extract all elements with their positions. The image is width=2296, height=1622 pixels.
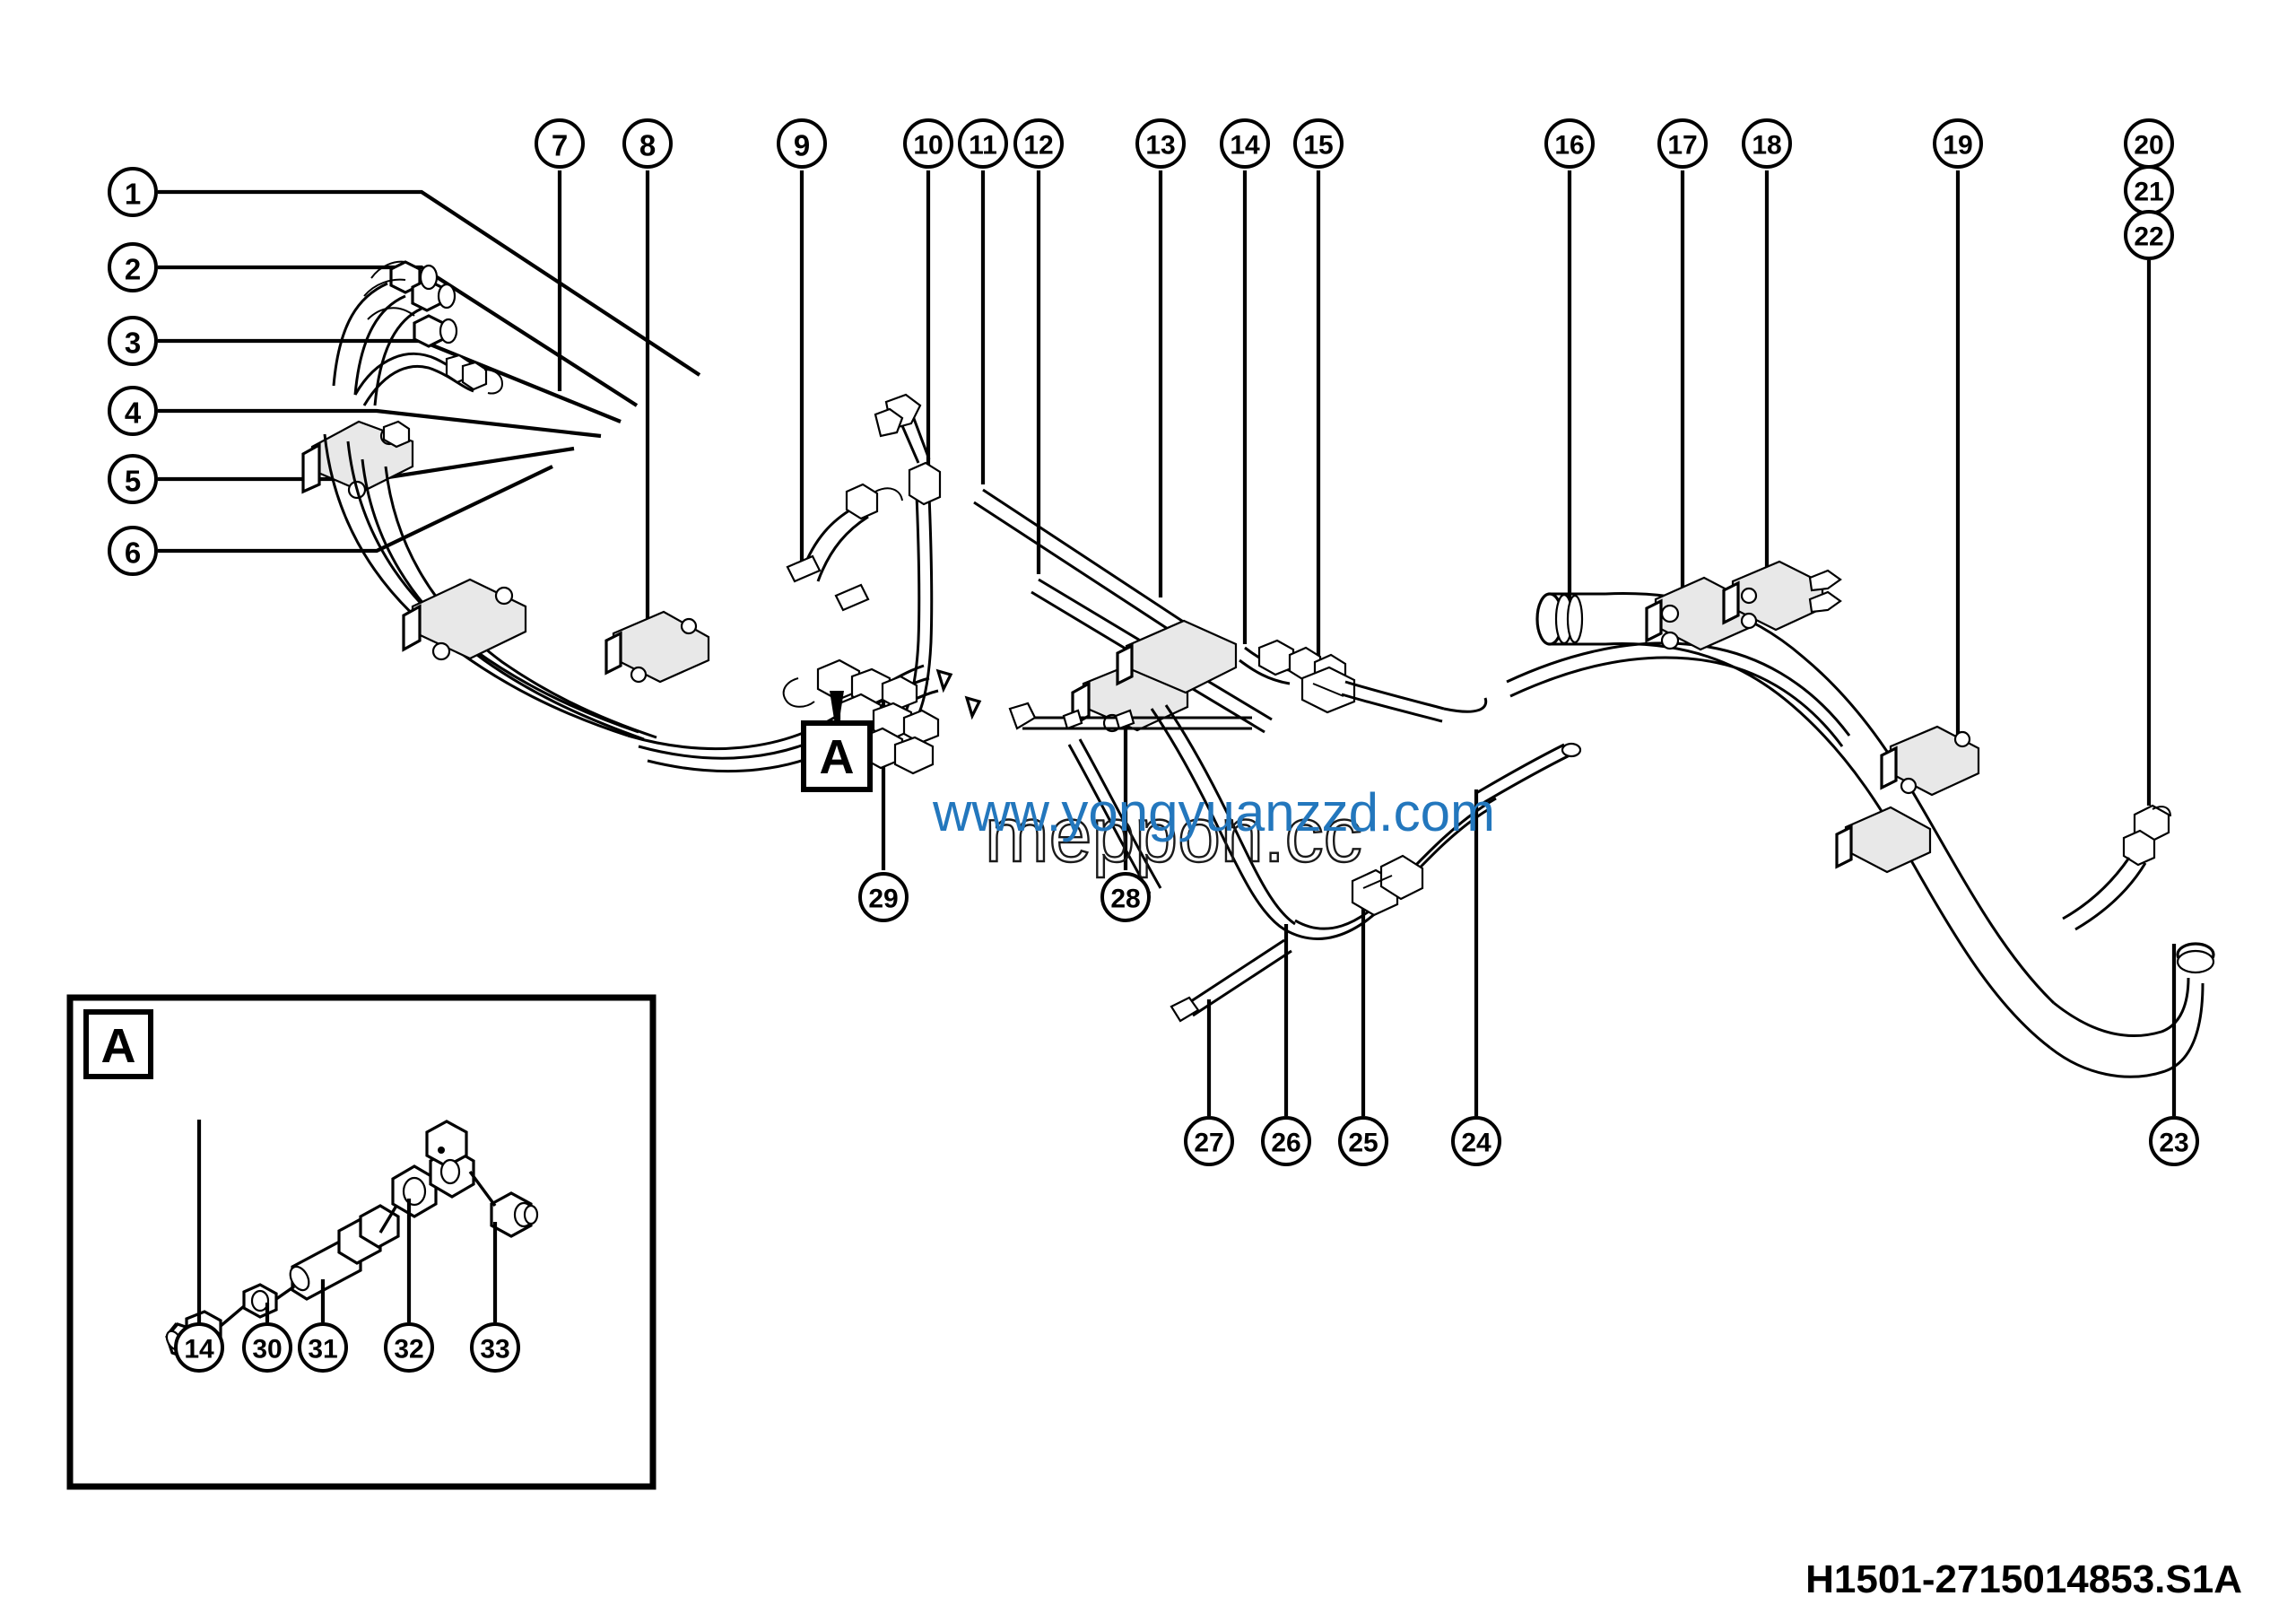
callout-25[interactable]: 25 xyxy=(1338,1116,1388,1166)
pipe-clamp-18 xyxy=(1722,560,1842,632)
callout-label: 2 xyxy=(125,253,141,286)
callout-label: 22 xyxy=(2134,222,2163,252)
callout-label: 3 xyxy=(125,327,141,360)
detail-box-a: A xyxy=(66,994,657,1490)
callout-label: 26 xyxy=(1271,1129,1300,1158)
detail-box-label: A xyxy=(101,1019,136,1073)
callout-label: 12 xyxy=(1023,131,1053,161)
callout-17[interactable]: 17 xyxy=(1657,118,1708,169)
callout-9[interactable]: 9 xyxy=(777,118,827,169)
callout-18[interactable]: 18 xyxy=(1742,118,1792,169)
callout-label: 31 xyxy=(308,1335,337,1365)
callout-24[interactable]: 24 xyxy=(1451,1116,1501,1166)
part-cap-nut xyxy=(490,1191,539,1238)
leader-lines xyxy=(158,170,2177,1116)
callout-label: 28 xyxy=(1110,885,1140,914)
callout-label: 16 xyxy=(1554,131,1584,161)
document-id: H1501-2715014853.S1A xyxy=(1805,1557,2242,1601)
callout-label: 15 xyxy=(1303,131,1333,161)
callout-label: 17 xyxy=(1667,131,1697,161)
callout-label: 10 xyxy=(913,131,943,161)
callout-label: 7 xyxy=(552,129,568,162)
lower-hose-loop xyxy=(1150,704,1582,1023)
section-marker-letter: A xyxy=(820,730,855,784)
part-tee-connector xyxy=(391,1120,475,1218)
callout-15[interactable]: 15 xyxy=(1293,118,1344,169)
watermark-outline-text: meppon.cc xyxy=(985,792,1362,878)
callout-6[interactable]: 6 xyxy=(108,526,158,576)
detail-exploded-parts xyxy=(165,1120,539,1360)
callout-23[interactable]: 23 xyxy=(2149,1116,2199,1166)
mid-hose-run xyxy=(627,393,1273,773)
callout-7[interactable]: 7 xyxy=(535,118,585,169)
callout-13[interactable]: 13 xyxy=(1135,118,1186,169)
callout-label: 6 xyxy=(125,536,141,570)
callout-21[interactable]: 21 xyxy=(2124,165,2174,215)
callout-27[interactable]: 27 xyxy=(1184,1116,1234,1166)
watermark-blue-text: www.yongyuanzzd.com xyxy=(932,782,1495,842)
callout-label: 8 xyxy=(639,129,656,162)
lower-left-tails xyxy=(1067,738,1162,894)
callout-22[interactable]: 22 xyxy=(2124,210,2174,260)
part-washer-ring xyxy=(242,1283,278,1319)
callout-26[interactable]: 26 xyxy=(1261,1116,1311,1166)
watermark-group: meppon.cc www.yongyuanzzd.com xyxy=(932,782,1495,879)
callout-label: 33 xyxy=(480,1335,509,1365)
detail-callout-32[interactable]: 32 xyxy=(384,1322,434,1373)
callout-29[interactable]: 29 xyxy=(858,872,909,922)
detail-callout-14[interactable]: 14 xyxy=(174,1322,224,1373)
callout-16[interactable]: 16 xyxy=(1544,118,1595,169)
detail-callout-31[interactable]: 31 xyxy=(298,1322,348,1373)
hose-clamp-lower xyxy=(604,610,710,684)
section-marker-a-main: A xyxy=(801,691,873,792)
callout-label: 27 xyxy=(1194,1129,1223,1158)
detail-callout-33[interactable]: 33 xyxy=(470,1322,520,1373)
callout-label: 9 xyxy=(794,129,810,162)
callout-14[interactable]: 14 xyxy=(1220,118,1270,169)
callout-label: 5 xyxy=(125,465,141,498)
callout-label: 29 xyxy=(868,885,898,914)
callout-2[interactable]: 2 xyxy=(108,242,158,292)
callout-label: 1 xyxy=(125,178,141,211)
callout-11[interactable]: 11 xyxy=(958,118,1008,169)
callout-label: 14 xyxy=(1230,131,1260,161)
left-fitting-cluster xyxy=(301,260,710,741)
callout-bubbles: 1 2 3 4 5 6 7 8 9 10 11 12 13 14 15 16 1… xyxy=(108,118,2199,1166)
callout-label: 19 xyxy=(1943,131,1972,161)
hose-clamp-upper xyxy=(301,420,414,500)
callout-label: 23 xyxy=(2159,1129,2188,1158)
callout-label: 4 xyxy=(125,397,142,430)
callout-label: 25 xyxy=(1348,1129,1378,1158)
hose-assembly-drawing xyxy=(301,260,2215,1078)
callout-8[interactable]: 8 xyxy=(622,118,673,169)
right-pipe-run xyxy=(1506,560,2215,1078)
callout-12[interactable]: 12 xyxy=(1013,118,1064,169)
callout-label: 13 xyxy=(1145,131,1175,161)
pipe-clamp-lower-right xyxy=(1835,806,1932,874)
callout-1[interactable]: 1 xyxy=(108,167,158,217)
callout-5[interactable]: 5 xyxy=(108,454,158,504)
callout-label: 18 xyxy=(1752,131,1781,161)
callout-3[interactable]: 3 xyxy=(108,316,158,366)
callout-20[interactable]: 20 xyxy=(2124,118,2174,169)
callout-label: 14 xyxy=(184,1335,214,1365)
callout-10[interactable]: 10 xyxy=(903,118,953,169)
callout-label: 11 xyxy=(969,131,997,161)
pipe-clamp-19 xyxy=(1880,725,1980,797)
part-adapter-sleeve xyxy=(289,1204,400,1301)
callout-label: 20 xyxy=(2134,131,2163,161)
callout-label: 24 xyxy=(1461,1129,1492,1158)
callout-label: 21 xyxy=(2134,178,2163,207)
callout-label: 30 xyxy=(252,1335,282,1365)
right-mid-fittings xyxy=(1116,619,1488,723)
detail-callouts: 14 30 31 32 33 xyxy=(174,1322,520,1373)
hose-clamp-mid xyxy=(402,578,527,661)
callout-19[interactable]: 19 xyxy=(1933,118,1983,169)
callout-28[interactable]: 28 xyxy=(1100,872,1151,922)
callout-4[interactable]: 4 xyxy=(108,386,158,436)
hex-fitting-group xyxy=(363,260,458,348)
callout-label: 32 xyxy=(394,1335,423,1365)
detail-callout-30[interactable]: 30 xyxy=(242,1322,292,1373)
